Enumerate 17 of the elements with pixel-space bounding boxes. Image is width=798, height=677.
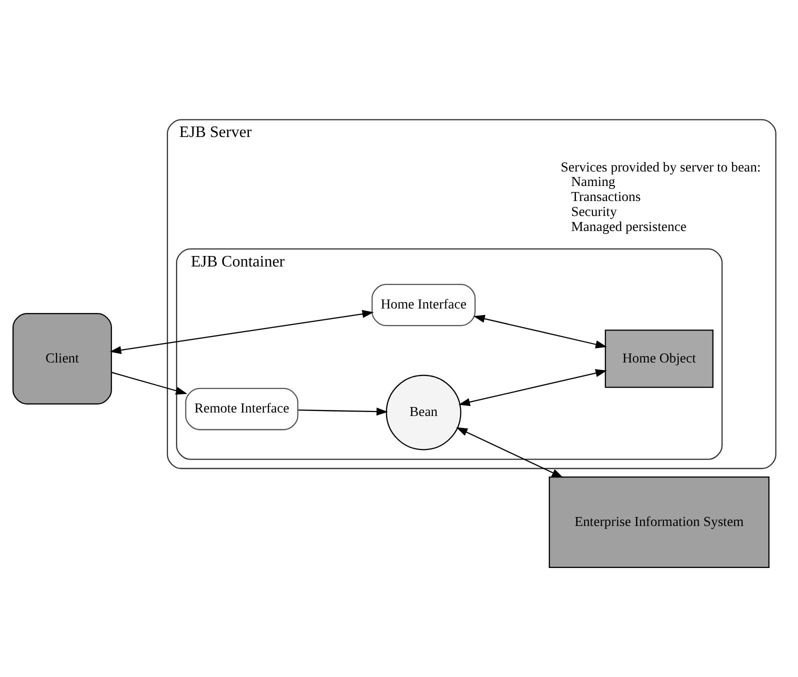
arrow xyxy=(458,368,608,406)
label: Services provided by server to bean: xyxy=(560,158,761,174)
node-box: Home Interface xyxy=(372,283,476,326)
arrow xyxy=(456,426,564,478)
label: Naming xyxy=(571,174,616,189)
node-box: Client xyxy=(12,312,112,404)
arrow xyxy=(473,314,608,348)
node-box: Remote Interface xyxy=(185,387,298,430)
arrow xyxy=(298,407,388,416)
node-circle: Bean xyxy=(386,374,462,450)
arrow xyxy=(110,310,374,354)
node-box: Enterprise Information System xyxy=(548,476,770,568)
label: Security xyxy=(571,203,617,218)
node-box: Home Object xyxy=(604,329,714,388)
arrow xyxy=(112,371,188,394)
label: Transactions xyxy=(571,188,641,204)
label: Managed persistence xyxy=(571,218,687,234)
